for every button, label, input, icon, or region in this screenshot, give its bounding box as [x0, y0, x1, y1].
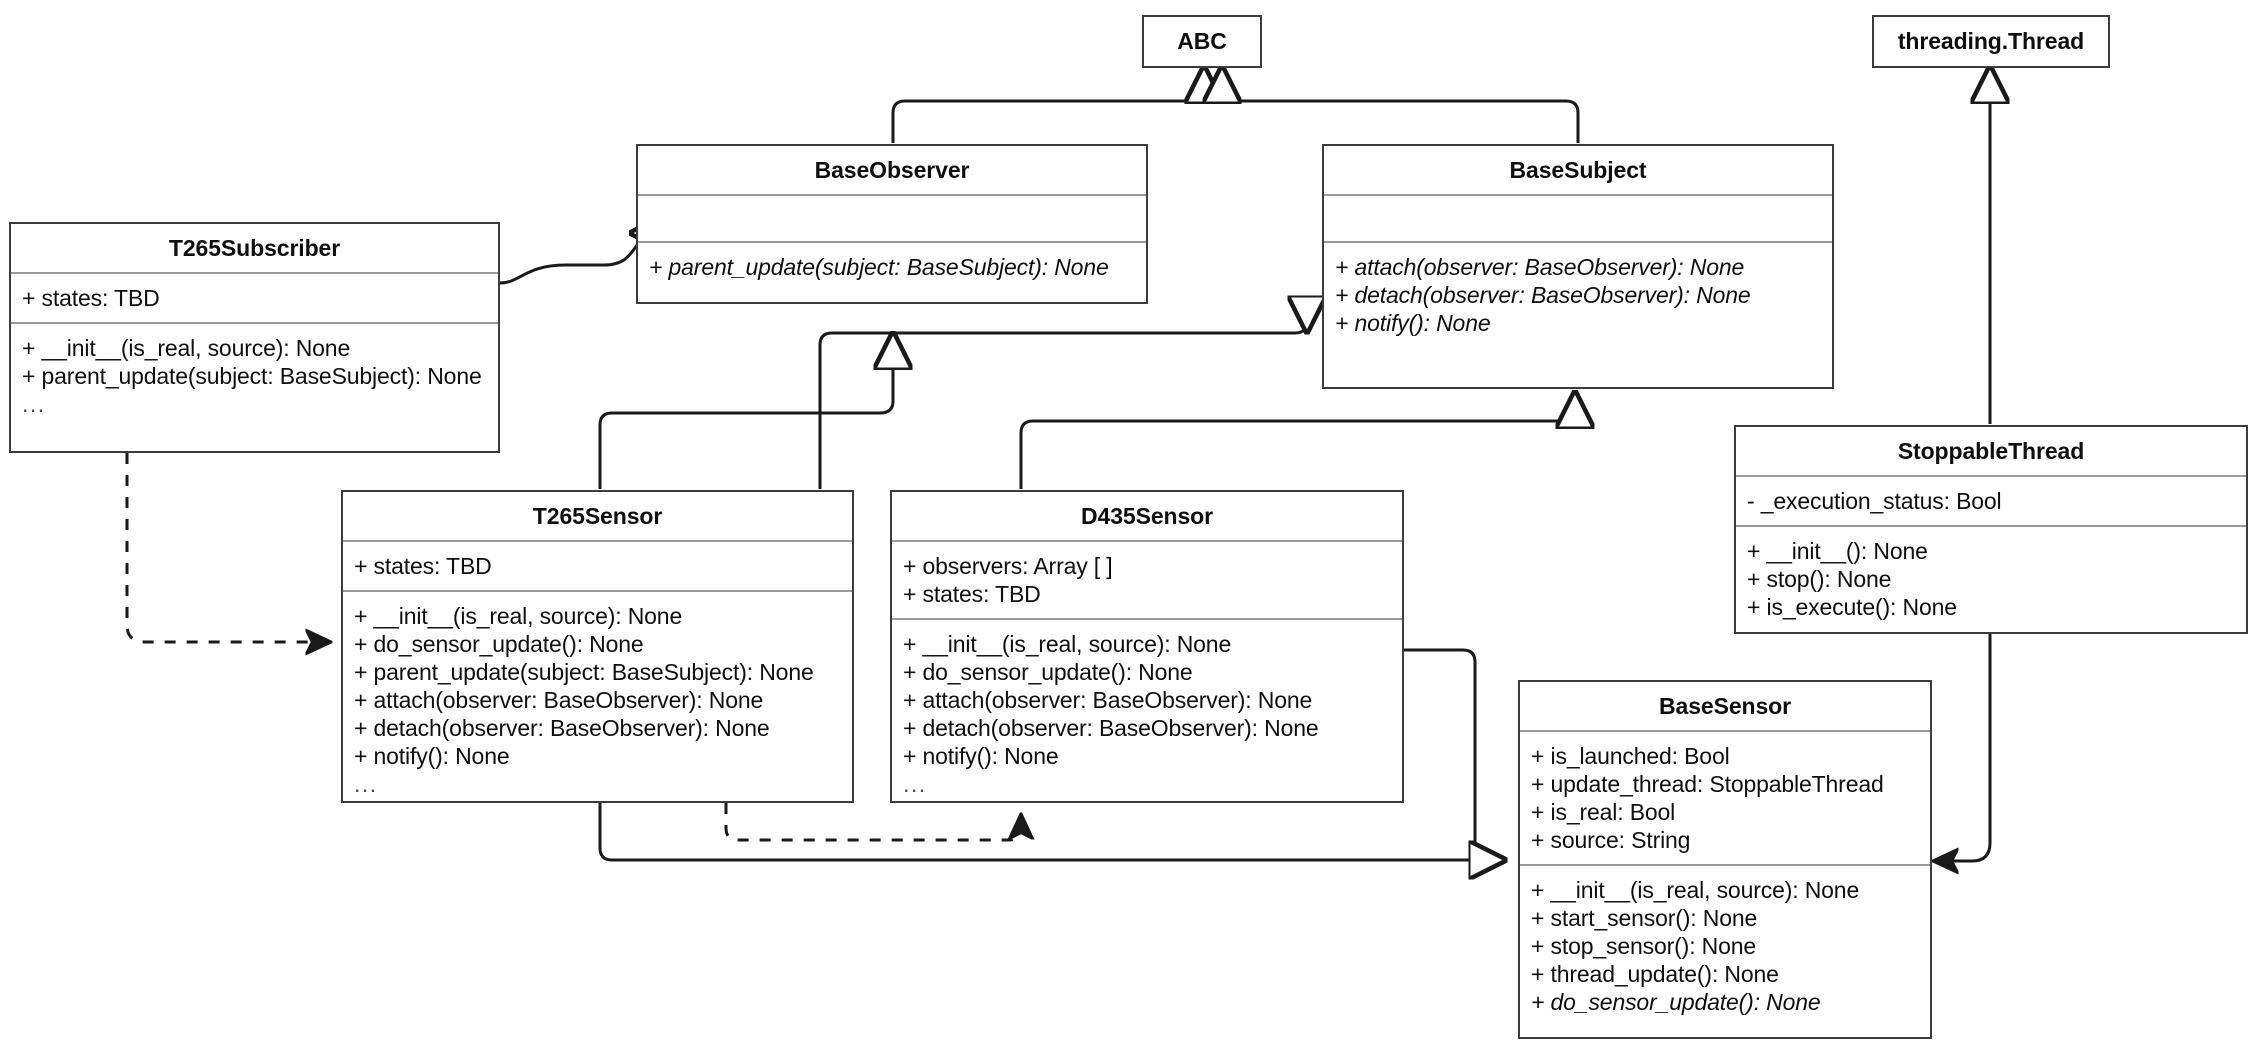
class-box-d435-sensor[interactable]: D435Sensor + observers: Array [ ] + stat… — [890, 490, 1404, 803]
edge-t265subscriber-to-t265sensor-dashed — [125, 453, 330, 642]
edge-baseobserver-to-abc — [891, 68, 1204, 143]
class-title-base-subject: BaseSubject — [1509, 157, 1647, 183]
compartment-separator — [343, 590, 852, 592]
method-row: + do_sensor_update(): None — [354, 631, 644, 657]
methods-compartment-t265-subscriber: + __init__(is_real, source): None + pare… — [11, 324, 498, 428]
attributes-compartment-d435-sensor: + observers: Array [ ] + states: TBD — [892, 542, 1402, 618]
method-row: + notify(): None — [1335, 310, 1491, 336]
compartment-separator — [638, 194, 1146, 196]
class-title-base-observer: BaseObserver — [814, 157, 970, 183]
method-row: + do_sensor_update(): None — [1531, 989, 1821, 1015]
attributes-compartment-t265-subscriber: + states: TBD — [11, 274, 498, 322]
compartment-separator — [1324, 241, 1832, 243]
methods-compartment-base-subject: + attach(observer: BaseObserver): None +… — [1324, 243, 1832, 347]
attributes-compartment-base-sensor: + is_launched: Bool + update_thread: Sto… — [1520, 732, 1930, 864]
class-title-threading-thread: threading.Thread — [1897, 28, 2085, 54]
compartment-separator — [1324, 194, 1832, 196]
class-title-stoppable-thread: StoppableThread — [1897, 438, 2085, 464]
edge-d435sensor-to-basesensor — [1404, 648, 1504, 860]
attribute-row: + states: TBD — [903, 581, 1041, 607]
method-row: + notify(): None — [354, 743, 510, 769]
methods-compartment-base-sensor: + __init__(is_real, source): None + star… — [1520, 866, 1930, 1026]
method-row-ellipsis: ... — [354, 771, 378, 797]
edge-d435sensor-to-basesubject — [1019, 393, 1575, 489]
attribute-row: + states: TBD — [354, 553, 492, 579]
method-row: + __init__(): None — [1747, 538, 1928, 564]
method-row: + __init__(is_real, source): None — [22, 335, 351, 361]
attributes-compartment-base-observer — [638, 196, 1146, 241]
attributes-compartment-base-subject — [1324, 196, 1832, 241]
method-row: + do_sensor_update(): None — [903, 659, 1193, 685]
attribute-row: + observers: Array [ ] — [903, 553, 1113, 579]
compartment-separator — [892, 540, 1402, 542]
method-row: + stop(): None — [1747, 566, 1892, 592]
edge-t265sensor-to-d435sensor-dashed — [724, 803, 1021, 842]
class-title-base-sensor: BaseSensor — [1659, 693, 1791, 719]
method-row: + parent_update(subject: BaseSubject): N… — [22, 363, 482, 389]
attributes-compartment-t265-sensor: + states: TBD — [343, 542, 852, 590]
edge-t265sensor-to-baseobserver — [598, 334, 893, 489]
class-box-t265-sensor[interactable]: T265Sensor + states: TBD + __init__(is_r… — [341, 490, 854, 803]
method-row: + detach(observer: BaseObserver): None — [1335, 282, 1751, 308]
method-row: + __init__(is_real, source): None — [1531, 877, 1860, 903]
class-box-stoppable-thread[interactable]: StoppableThread - _execution_status: Boo… — [1734, 425, 2248, 634]
method-row: + detach(observer: BaseObserver): None — [354, 715, 770, 741]
method-row: + __init__(is_real, source): None — [354, 603, 683, 629]
compartment-separator — [638, 241, 1146, 243]
class-box-base-observer[interactable]: BaseObserver + parent_update(subject: Ba… — [636, 144, 1148, 304]
class-title-t265-sensor: T265Sensor — [532, 503, 663, 529]
attribute-row: + update_thread: StoppableThread — [1531, 771, 1884, 797]
compartment-separator — [1736, 475, 2246, 477]
class-title-d435-sensor: D435Sensor — [1081, 503, 1213, 529]
class-box-threading-thread[interactable]: threading.Thread — [1872, 15, 2110, 68]
method-row: + notify(): None — [903, 743, 1059, 769]
methods-compartment-t265-sensor: + __init__(is_real, source): None + do_s… — [343, 592, 852, 808]
method-row: + parent_update(subject: BaseSubject): N… — [354, 659, 814, 685]
edge-stoppablethread-to-basesensor — [1934, 633, 1992, 861]
edge-basesubject-to-abc — [1222, 68, 1580, 143]
class-title-t265-subscriber: T265Subscriber — [168, 235, 341, 261]
attributes-compartment-stoppable-thread: - _execution_status: Bool — [1736, 477, 2246, 525]
compartment-separator — [343, 540, 852, 542]
class-box-abc[interactable]: ABC — [1142, 15, 1262, 68]
class-box-t265-subscriber[interactable]: T265Subscriber + states: TBD + __init__(… — [9, 222, 500, 453]
compartment-separator — [1520, 864, 1930, 866]
compartment-separator — [11, 272, 498, 274]
method-row: + is_execute(): None — [1747, 594, 1957, 620]
method-row: + attach(observer: BaseObserver): None — [1335, 254, 1745, 280]
attribute-row: + states: TBD — [22, 285, 160, 311]
method-row-ellipsis: ... — [22, 391, 46, 417]
compartment-separator — [892, 618, 1402, 620]
compartment-separator — [11, 322, 498, 324]
edge-t265sensor-to-basesensor — [598, 803, 1504, 860]
method-row: + detach(observer: BaseObserver): None — [903, 715, 1319, 741]
class-box-base-sensor[interactable]: BaseSensor + is_launched: Bool + update_… — [1518, 680, 1932, 1039]
class-title-abc: ABC — [1177, 28, 1227, 54]
attribute-row: - _execution_status: Bool — [1747, 488, 2002, 514]
method-row: + parent_update(subject: BaseSubject): N… — [649, 254, 1109, 280]
methods-compartment-stoppable-thread: + __init__(): None + stop(): None + is_e… — [1736, 527, 2246, 631]
edge-t265sensor-to-basesubject — [818, 321, 1307, 489]
method-row: + attach(observer: BaseObserver): None — [903, 687, 1313, 713]
methods-compartment-d435-sensor: + __init__(is_real, source): None + do_s… — [892, 620, 1402, 808]
class-box-base-subject[interactable]: BaseSubject + attach(observer: BaseObser… — [1322, 144, 1834, 389]
method-row: + __init__(is_real, source): None — [903, 631, 1232, 657]
method-row: + start_sensor(): None — [1531, 905, 1758, 931]
method-row: + attach(observer: BaseObserver): None — [354, 687, 764, 713]
attribute-row: + is_launched: Bool — [1531, 743, 1730, 769]
attribute-row: + source: String — [1531, 827, 1691, 853]
compartment-separator — [1520, 730, 1930, 732]
compartment-separator — [1736, 525, 2246, 527]
method-row: + thread_update(): None — [1531, 961, 1779, 987]
method-row-ellipsis: ... — [903, 771, 927, 797]
methods-compartment-base-observer: + parent_update(subject: BaseSubject): N… — [638, 243, 1146, 291]
method-row: + stop_sensor(): None — [1531, 933, 1757, 959]
attribute-row: + is_real: Bool — [1531, 799, 1676, 825]
